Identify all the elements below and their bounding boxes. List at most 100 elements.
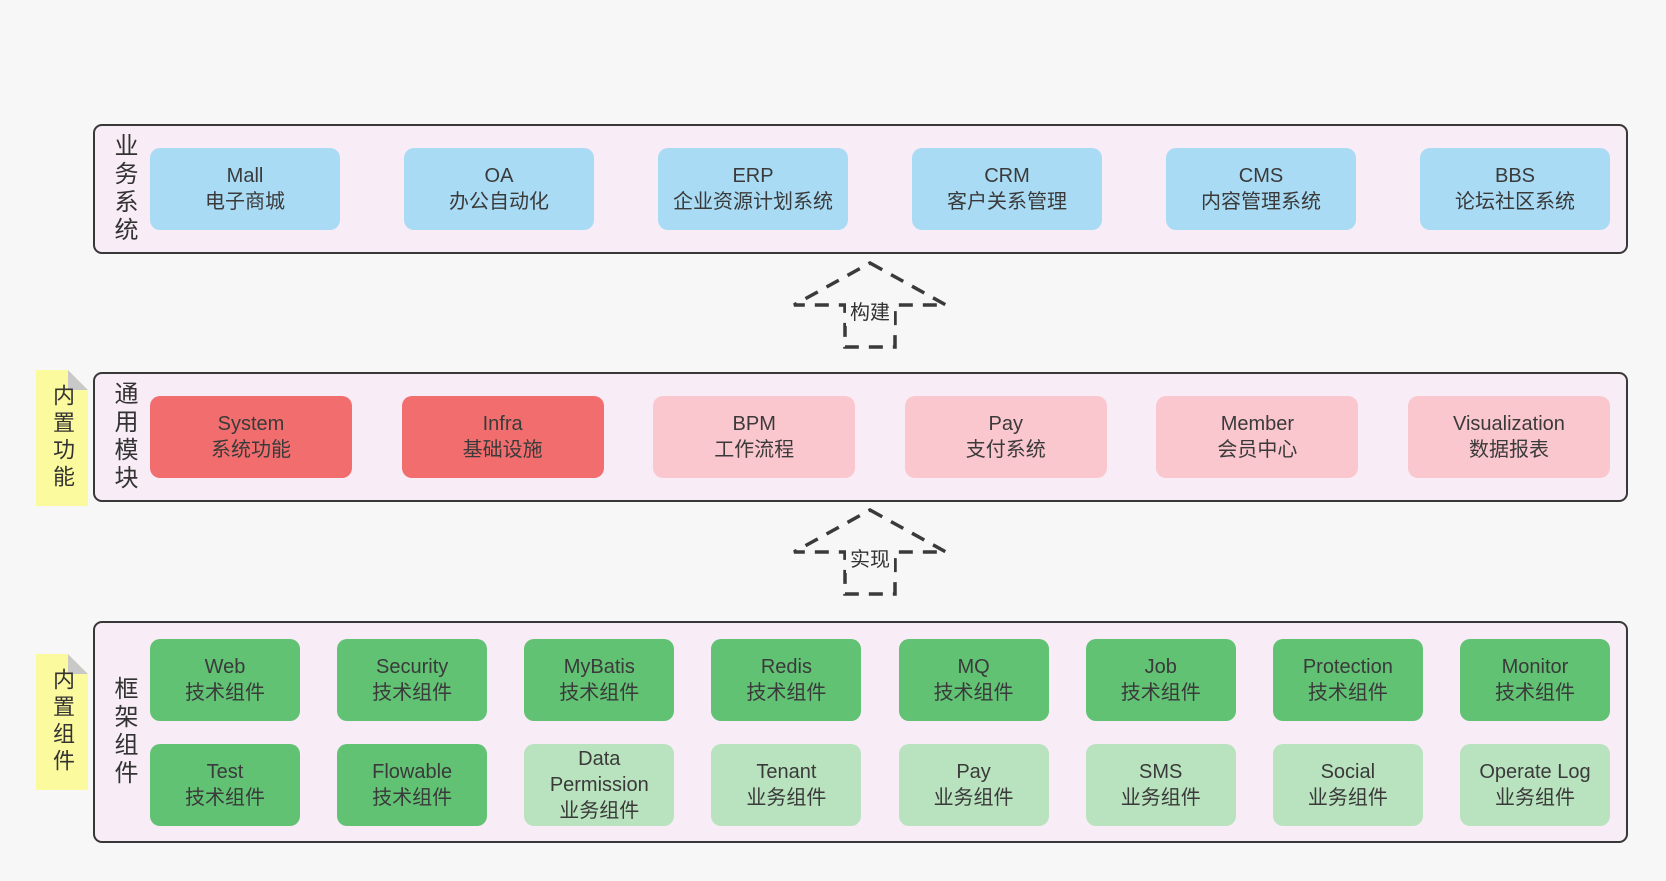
module-description: 业务组件 xyxy=(933,786,1014,809)
module-box-mybatis: MyBatis 技术组件 xyxy=(524,638,675,721)
module-box-data-permission: Data Permission 业务组件 xyxy=(524,743,675,826)
module-name: Visualization xyxy=(1453,413,1565,435)
module-description: 技术组件 xyxy=(185,681,265,704)
module-box-web: Web 技术组件 xyxy=(150,638,300,721)
module-description: 基础设施 xyxy=(462,439,543,461)
module-description: 业务组件 xyxy=(1307,786,1388,809)
module-box-visualization: Visualization 数据报表 xyxy=(1407,396,1610,478)
module-description: 技术组件 xyxy=(1120,681,1201,704)
module-description: 支付系统 xyxy=(965,439,1046,461)
module-name: CMS xyxy=(1238,165,1284,187)
module-name: Social xyxy=(1320,760,1376,783)
module-description: 技术组件 xyxy=(559,681,640,704)
module-description: 客户关系管理 xyxy=(947,191,1067,213)
band-content: System 系统功能 Infra 基础设施 BPM 工作流程 Pay 支付系统 Member 会… xyxy=(150,374,1610,500)
module-box-protection: Protection 技术组件 xyxy=(1272,638,1423,721)
module-name: Job xyxy=(1144,655,1177,678)
band-row: System 系统功能 Infra 基础设施 BPM 工作流程 Pay 支付系统 Member 会… xyxy=(150,396,1610,478)
module-name: Operate Log xyxy=(1479,760,1591,783)
module-description: 数据报表 xyxy=(1468,439,1549,461)
module-description: 技术组件 xyxy=(933,681,1014,704)
module-name: BBS xyxy=(1494,165,1536,187)
module-box-bpm: BPM 工作流程 xyxy=(653,396,856,478)
module-name: Infra xyxy=(482,413,523,435)
module-description: 技术组件 xyxy=(185,786,265,809)
up-arrow-icon xyxy=(793,508,947,596)
band-framework-components: 框架组件 Web 技术组件 Security 技术组件 MyBatis 技术组件 Redis… xyxy=(93,621,1628,843)
module-name: Test xyxy=(206,760,244,783)
module-box-mall: Mall 电子商城 xyxy=(150,148,340,230)
module-name: Pay xyxy=(956,760,991,783)
module-name: Flowable xyxy=(372,760,453,783)
module-box-job: Job 技术组件 xyxy=(1085,638,1236,721)
module-name: Web xyxy=(204,655,246,678)
module-box-social: Social 业务组件 xyxy=(1272,743,1423,826)
module-description: 技术组件 xyxy=(372,786,453,809)
module-name: Tenant xyxy=(756,760,817,783)
module-name: Monitor xyxy=(1501,655,1569,678)
module-name: Data Permission xyxy=(549,747,649,796)
sticky-note-text: 内置组件 xyxy=(50,668,75,776)
module-description: 企业资源计划系统 xyxy=(673,191,833,213)
module-name: Protection xyxy=(1302,655,1393,678)
module-name: Security xyxy=(376,655,449,678)
module-name: ERP xyxy=(732,165,774,187)
module-name: CRM xyxy=(984,165,1030,187)
module-description: 系统功能 xyxy=(211,439,291,461)
module-description: 业务组件 xyxy=(746,786,827,809)
module-description: 技术组件 xyxy=(1494,681,1575,704)
module-name: Member xyxy=(1220,413,1295,435)
module-box-pay: Pay 支付系统 xyxy=(904,396,1107,478)
module-box-oa: OA 办公自动化 xyxy=(404,148,594,230)
module-description: 会员中心 xyxy=(1217,439,1298,461)
module-name: BPM xyxy=(732,413,776,435)
arrow-label-build: 构建 xyxy=(846,295,894,326)
sticky-note-builtin-features: 内置功能 xyxy=(36,370,88,506)
module-name: System xyxy=(217,413,285,435)
module-name: MyBatis xyxy=(563,655,635,678)
module-box-crm: CRM 客户关系管理 xyxy=(912,148,1102,230)
band-label-common-modules: 通用模块 xyxy=(110,381,137,493)
module-description: 电子商城 xyxy=(205,191,285,213)
band-label-framework-components: 框架组件 xyxy=(110,676,137,788)
module-box-test: Test 技术组件 xyxy=(150,743,300,826)
module-description: 业务组件 xyxy=(1494,786,1575,809)
module-box-mq: MQ 技术组件 xyxy=(898,638,1049,721)
module-description: 内容管理系统 xyxy=(1201,191,1321,213)
module-description: 技术组件 xyxy=(372,681,453,704)
module-box-infra: Infra 基础设施 xyxy=(401,396,604,478)
module-box-pay: Pay 业务组件 xyxy=(898,743,1049,826)
module-name: Mall xyxy=(226,165,264,187)
band-row: Mall 电子商城 OA 办公自动化 ERP 企业资源计划系统 CRM 客户关系管理 CMS 内容… xyxy=(150,148,1610,230)
module-box-flowable: Flowable 技术组件 xyxy=(337,743,488,826)
module-description: 工作流程 xyxy=(714,439,795,461)
module-description: 业务组件 xyxy=(559,799,640,822)
module-name: Redis xyxy=(760,655,812,678)
implement-arrow: 实现 xyxy=(790,506,950,598)
module-box-cms: CMS 内容管理系统 xyxy=(1166,148,1356,230)
module-box-security: Security 技术组件 xyxy=(337,638,488,721)
module-box-operate-log: Operate Log 业务组件 xyxy=(1459,743,1610,826)
sticky-note-builtin-components: 内置组件 xyxy=(36,654,88,790)
module-description: 技术组件 xyxy=(1307,681,1388,704)
up-arrow-icon xyxy=(793,261,947,349)
module-name: MQ xyxy=(957,655,990,678)
module-box-system: System 系统功能 xyxy=(150,396,352,478)
module-description: 办公自动化 xyxy=(449,191,549,213)
module-box-tenant: Tenant 业务组件 xyxy=(711,743,862,826)
band-content: Mall 电子商城 OA 办公自动化 ERP 企业资源计划系统 CRM 客户关系管理 CMS 内容… xyxy=(150,126,1610,252)
module-box-monitor: Monitor 技术组件 xyxy=(1459,638,1610,721)
sticky-note-text: 内置功能 xyxy=(50,384,75,492)
module-name: OA xyxy=(484,165,514,187)
arrow-label-implement: 实现 xyxy=(846,542,894,573)
build-arrow: 构建 xyxy=(790,259,950,351)
module-name: Pay xyxy=(988,413,1024,435)
module-name: SMS xyxy=(1139,760,1183,783)
module-box-member: Member 会员中心 xyxy=(1156,396,1359,478)
